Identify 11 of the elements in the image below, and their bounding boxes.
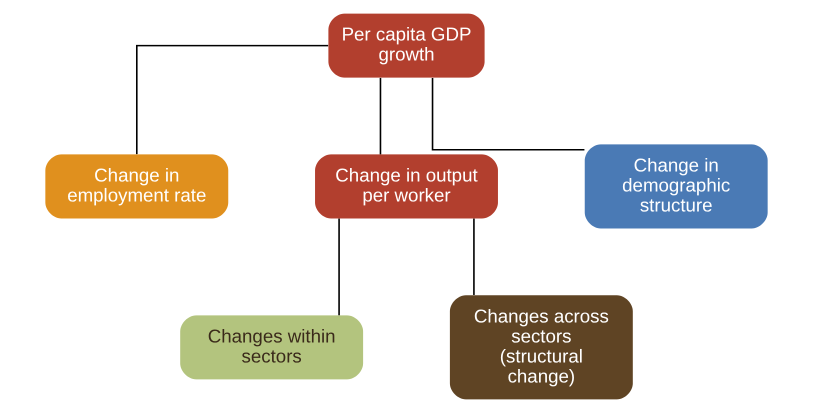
node-box: Per capita GDP growth: [328, 14, 485, 78]
connector: [338, 218, 340, 316]
node-box: Changes within sectors: [180, 315, 364, 380]
node-box: Change in demographic structure: [584, 144, 768, 229]
connector: [432, 78, 584, 151]
node-box: Change in output per worker: [315, 154, 498, 219]
connector: [380, 78, 382, 154]
node-box: Changes across sectors (structural change): [450, 295, 633, 400]
connector: [473, 218, 475, 295]
node-box: Change in employment rate: [45, 154, 228, 219]
connector: [136, 44, 328, 154]
